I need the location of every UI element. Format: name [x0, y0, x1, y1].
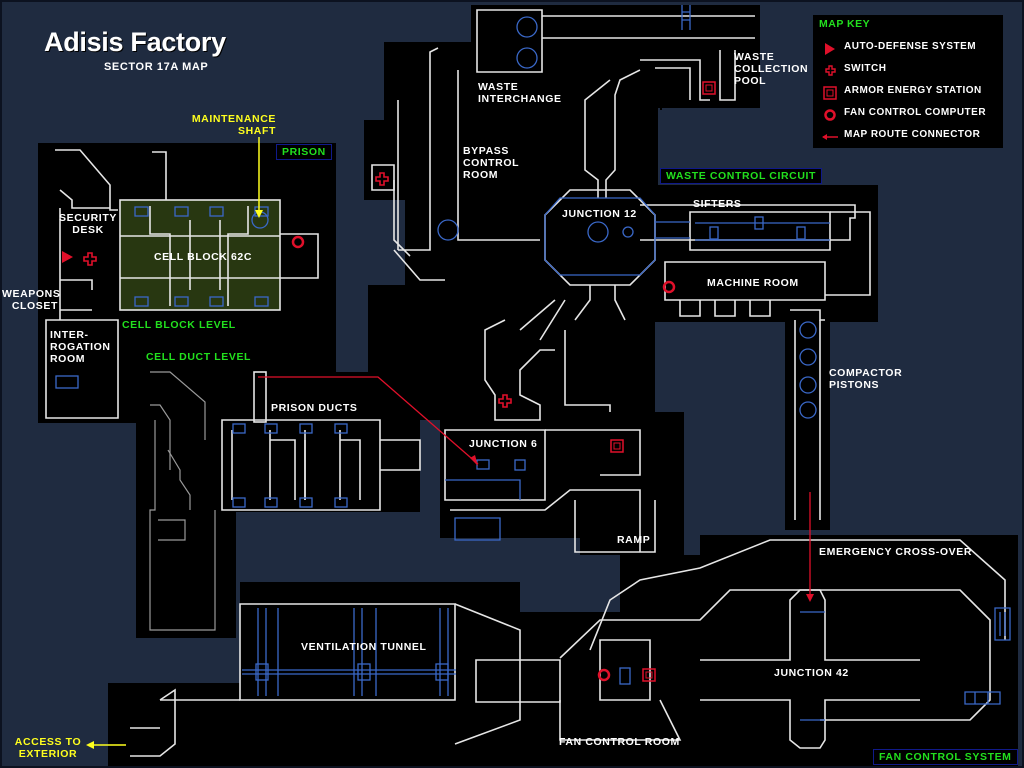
- room-label-sifters[interactable]: SIFTERS: [693, 198, 742, 210]
- auto-defense-icon: [825, 43, 835, 55]
- map-title: Adisis Factory: [44, 27, 226, 57]
- room-label-cell-block-62c[interactable]: CELL BLOCK 62C: [154, 251, 253, 263]
- label-line: SECURITY: [59, 212, 117, 224]
- zone-label-fan-control-system: FAN CONTROL SYSTEM: [873, 749, 1018, 765]
- label-line: DESK: [72, 224, 104, 236]
- route-arrowhead-cross-over: [806, 594, 814, 602]
- fan-control-icon: [824, 109, 836, 121]
- label-line: CLOSET: [11, 300, 58, 312]
- label-line: COMPACTOR: [829, 367, 903, 379]
- map-key: MAP KEY AUTO-DEFENSE SYSTEM SWITCH ARMOR…: [813, 15, 1003, 148]
- label-line: INTERCHANGE: [478, 93, 562, 105]
- label-line: BYPASS: [463, 145, 509, 157]
- zone-label-prison: PRISON: [276, 144, 332, 160]
- armor-energy-icon[interactable]: [642, 668, 656, 682]
- callout-access-to-exterior: ACCESS TO EXTERIOR: [10, 736, 86, 760]
- switch-icon[interactable]: [83, 252, 97, 266]
- room-label-weapons-closet[interactable]: WEAPONS CLOSET: [2, 288, 61, 312]
- map-key-heading: MAP KEY: [819, 18, 871, 30]
- map-key-item: FAN CONTROL COMPUTER: [844, 107, 987, 118]
- walls: [45, 9, 1006, 757]
- label-line: WASTE: [478, 81, 519, 93]
- label-line: PISTONS: [829, 379, 880, 391]
- callout-maintenance-shaft: MAINTENANCE SHAFT: [186, 113, 276, 137]
- room-label-junction-12[interactable]: JUNCTION 12: [562, 208, 637, 220]
- room-label-junction-42[interactable]: JUNCTION 42: [774, 667, 849, 679]
- cell-block-highlight: [120, 200, 280, 310]
- map-markers: [62, 81, 716, 682]
- room-label-machine-room[interactable]: MACHINE ROOM: [707, 277, 799, 289]
- callout-line: EXTERIOR: [18, 748, 78, 760]
- label-line: WASTE: [734, 51, 775, 63]
- detail-lines: [55, 5, 1011, 721]
- room-label-ventilation-tunnel[interactable]: VENTILATION TUNNEL: [301, 641, 427, 653]
- label-line: CONTROL: [463, 157, 520, 169]
- room-label-waste-collection-pool[interactable]: WASTE COLLECTION POOL: [734, 51, 808, 87]
- room-label-compactor-pistons[interactable]: COMPACTOR PISTONS: [829, 367, 902, 391]
- armor-energy-icon[interactable]: [610, 439, 624, 453]
- callout-line: SHAFT: [238, 125, 276, 137]
- armor-energy-icon: [823, 86, 837, 100]
- cell-duct-area-mid: [136, 440, 420, 512]
- fan-control-area: [108, 535, 1018, 766]
- route-connector-prison-ducts-to-junction-6: [258, 376, 479, 465]
- fan-control-icon[interactable]: [662, 280, 676, 294]
- room-label-fan-control-room[interactable]: FAN CONTROL ROOM: [559, 736, 680, 748]
- armor-energy-icon[interactable]: [702, 81, 716, 95]
- callout-line: ACCESS TO: [14, 736, 82, 748]
- room-label-waste-interchange[interactable]: WASTE INTERCHANGE: [478, 81, 562, 105]
- waste-control-area: [364, 5, 878, 555]
- room-label-bypass-control-room[interactable]: BYPASS CONTROL ROOM: [463, 145, 519, 181]
- callout-lines: [86, 137, 263, 749]
- zone-label-cell-duct-level: CELL DUCT LEVEL: [146, 351, 252, 363]
- switch-icon[interactable]: [498, 394, 512, 408]
- map-key-item: AUTO-DEFENSE SYSTEM: [844, 41, 977, 52]
- switch-icon[interactable]: [375, 172, 389, 186]
- zone-label-cell-block-level: CELL BLOCK LEVEL: [122, 319, 236, 331]
- map-key-item: ARMOR ENERGY STATION: [844, 85, 982, 96]
- fan-control-icon[interactable]: [291, 235, 305, 249]
- room-label-emergency-cross-over[interactable]: EMERGENCY CROSS-OVER: [819, 546, 972, 558]
- route-arrowhead-junction-6: [470, 455, 478, 466]
- map-key-item: SWITCH: [844, 63, 887, 74]
- label-line: WEAPONS: [2, 288, 61, 300]
- route-connectors: [258, 376, 814, 602]
- auto-defense-icon[interactable]: [62, 251, 73, 263]
- map-key-item: MAP ROUTE CONNECTOR: [844, 129, 981, 140]
- map-subtitle: SECTOR 17A MAP: [104, 61, 209, 73]
- zone-label-waste-control-circuit: WASTE CONTROL CIRCUIT: [660, 168, 823, 184]
- fan-control-icon[interactable]: [597, 668, 611, 682]
- compactor-area: [785, 300, 830, 530]
- cell-duct-area-top: [136, 345, 336, 425]
- room-label-junction-6[interactable]: JUNCTION 6: [469, 438, 538, 450]
- room-label-interrogation-room[interactable]: INTER- ROGATION ROOM: [50, 329, 111, 365]
- room-label-prison-ducts[interactable]: PRISON DUCTS: [271, 402, 358, 414]
- room-label-ramp[interactable]: RAMP: [617, 534, 651, 546]
- label-line: ROGATION: [50, 341, 111, 353]
- label-line: ROOM: [463, 169, 499, 181]
- label-line: COLLECTION: [734, 63, 809, 75]
- route-connector-icon: [822, 134, 838, 140]
- label-line: ROOM: [50, 353, 86, 365]
- label-line: INTER-: [50, 329, 89, 341]
- callout-line: MAINTENANCE: [191, 113, 276, 125]
- room-label-security-desk[interactable]: SECURITY DESK: [58, 212, 118, 236]
- label-line: POOL: [734, 75, 767, 87]
- maintenance-shaft-arrowhead: [255, 210, 263, 218]
- exterior-arrowhead: [86, 741, 94, 749]
- switch-icon: [825, 65, 836, 76]
